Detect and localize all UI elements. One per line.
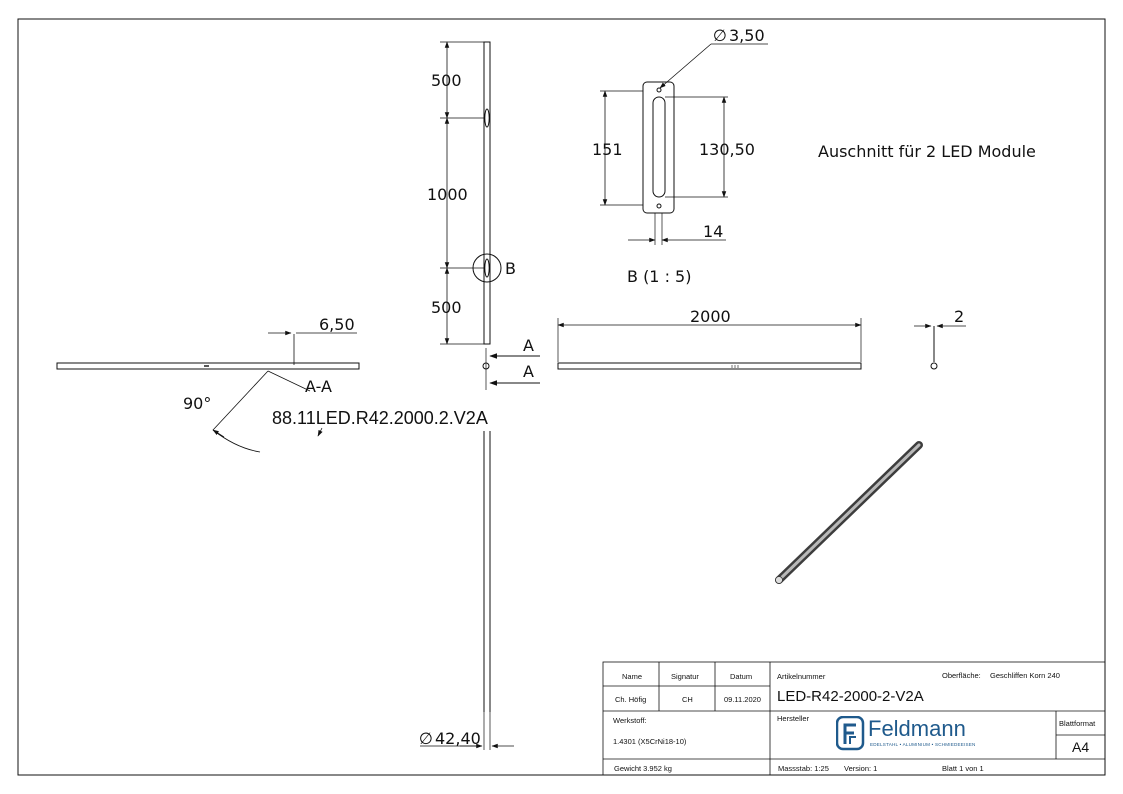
thickness-view (914, 323, 966, 370)
dim-angle-90: 90° (183, 394, 211, 413)
logo-tagline: EDELSTAHL • ALUMINIUM • SCHMIEDEEISEN (870, 742, 976, 747)
part-code: 88.11LED.R42.2000.2.V2A (272, 408, 488, 428)
tb-header-name: Name (622, 672, 643, 681)
tb-author-datum: 09.11.2020 (724, 695, 761, 704)
detail-b-view (600, 43, 768, 245)
tb-header-signatur: Signatur (671, 672, 699, 681)
tb-werkstoff: 1.4301 (X5CrNi18-10) (613, 737, 687, 746)
dim-detail-14: 14 (703, 222, 723, 241)
tb-blattformat: A4 (1072, 739, 1090, 755)
dim-mid-1000: 1000 (427, 185, 468, 204)
tb-oberflaeche-label: Oberfläche: (942, 671, 981, 680)
tb-author-signatur: CH (682, 695, 693, 704)
side-view (440, 41, 502, 345)
sheet-border (17, 18, 1106, 776)
tb-gewicht: Gewicht 3.952 kg (614, 764, 672, 773)
tb-blatt: Blatt 1 von 1 (942, 764, 984, 773)
detail-b-label: B (505, 259, 516, 278)
horizontal-view (557, 318, 862, 370)
section-a-top: A (523, 336, 534, 355)
tb-oberflaeche: Geschliffen Korn 240 (990, 671, 1060, 680)
isometric-tube (775, 441, 923, 584)
tb-massstab: Massstab: 1:25 (778, 764, 829, 773)
tb-artikelnummer: LED-R42-2000-2-V2A (777, 688, 924, 705)
detail-b-title: B (1 : 5) (627, 267, 691, 286)
cutout-note: Auschnitt für 2 LED Module (818, 142, 1036, 161)
tb-version: Version: 1 (844, 764, 878, 773)
dim-hole-dia: 3,50 (729, 26, 765, 45)
section-arrows (482, 348, 540, 390)
tb-hersteller-label: Hersteller (777, 714, 810, 723)
title-block-grid (602, 661, 1106, 776)
tb-werkstoff-label: Werkstoff: (613, 716, 647, 725)
feldmann-logo-icon (835, 715, 865, 751)
section-aa-title: A-A (305, 377, 332, 396)
logo-name: Feldmann (868, 716, 966, 741)
section-aa-view (56, 330, 360, 453)
tube-lower-view (420, 431, 514, 750)
dim-length-2000: 2000 (690, 307, 731, 326)
dim-thickness-2: 2 (954, 307, 964, 326)
tb-artikelnummer-label: Artikelnummer (777, 672, 826, 681)
section-a-bottom: A (523, 362, 534, 381)
dim-hole-symbol: ∅ (713, 26, 727, 45)
tb-blattformat-label: Blattformat (1059, 719, 1096, 728)
tb-header-datum: Datum (730, 672, 753, 681)
dim-top-500: 500 (431, 71, 462, 90)
dim-tube-dia: 42,40 (435, 729, 481, 748)
dim-detail-151: 151 (592, 140, 623, 159)
dim-offset-650: 6,50 (319, 315, 355, 334)
tb-author-name: Ch. Höfig (615, 695, 647, 704)
dim-tube-symbol: ∅ (419, 729, 433, 748)
dim-bot-500: 500 (431, 298, 462, 317)
feldmann-logo: Feldmann EDELSTAHL • ALUMINIUM • SCHMIED… (835, 715, 996, 752)
dim-slot-130: 130,50 (699, 140, 755, 159)
